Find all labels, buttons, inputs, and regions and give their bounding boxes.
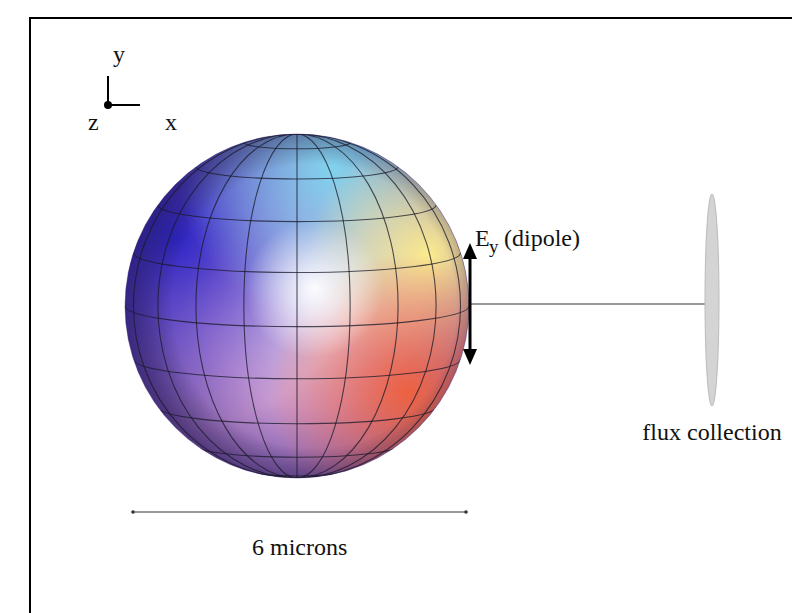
longitude-line <box>297 134 461 478</box>
longitude-line <box>158 134 297 478</box>
collection-line <box>470 304 711 305</box>
longitude-line <box>297 134 350 478</box>
axes <box>104 76 140 109</box>
flux-label: flux collection <box>642 415 782 450</box>
dipole-arrow <box>463 243 477 365</box>
flux-plane <box>705 194 719 406</box>
sphere <box>125 134 469 478</box>
field-subscript: y <box>489 236 499 259</box>
longitude-line <box>297 134 398 478</box>
frame <box>30 18 792 613</box>
field-label: (dipole) <box>504 224 580 253</box>
longitude-line <box>297 134 436 478</box>
axis-label: z <box>88 108 99 137</box>
dimension-label: 6 microns <box>252 533 347 562</box>
scale-bar <box>131 510 468 514</box>
longitude-line <box>296 134 297 478</box>
longitude-line <box>133 134 297 478</box>
axis-label: y <box>113 40 125 69</box>
longitude-line <box>244 134 297 478</box>
longitude-line <box>196 134 297 478</box>
field-label: E <box>475 224 490 253</box>
axis-label: x <box>165 108 177 137</box>
